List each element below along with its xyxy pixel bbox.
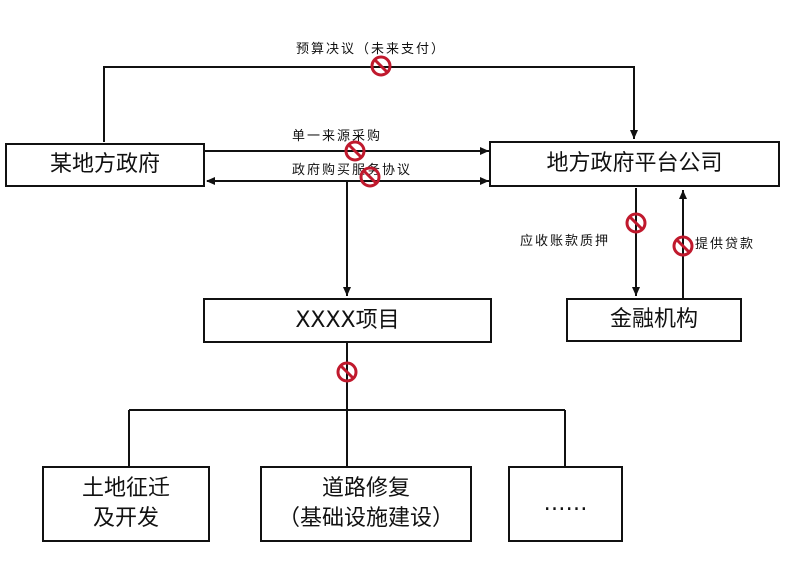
prohibit-icon (672, 235, 694, 257)
prohibit-icon (336, 361, 358, 383)
financial-institution-box: 金融机构 (566, 298, 742, 342)
platform-company-box: 地方政府平台公司 (489, 141, 780, 187)
prohibit-icon (370, 55, 392, 77)
single-source-label: 单一来源采购 (292, 129, 383, 144)
receivable-pledge-label: 应收账款质押 (520, 234, 611, 249)
project-label: XXXX项目 (295, 307, 400, 333)
land-development-box: 土地征迁 及开发 (42, 466, 210, 542)
platform-company-label: 地方政府平台公司 (546, 151, 723, 176)
local-government-label: 某地方政府 (49, 152, 160, 177)
loan-label: 提供贷款 (695, 237, 756, 252)
land-development-line1: 土地征迁 (81, 476, 170, 501)
etc-box: …… (508, 466, 623, 542)
financial-institution-label: 金融机构 (609, 307, 698, 332)
road-repair-line1: 道路修复 (321, 476, 410, 501)
prohibit-icon (359, 166, 381, 188)
budget-resolution-label: 预算决议（未来支付） (296, 42, 447, 57)
prohibit-icon (344, 140, 366, 162)
prohibit-icon (625, 212, 647, 234)
budget-connector (103, 66, 638, 142)
land-development-line2: 及开发 (92, 506, 159, 531)
local-government-box: 某地方政府 (5, 143, 205, 187)
project-box: XXXX项目 (203, 298, 492, 343)
etc-label: …… (543, 491, 588, 516)
road-repair-line2: （基础设施建设） (277, 506, 454, 531)
service-agreement-label: 政府购买服务协议 (292, 163, 413, 178)
road-repair-box: 道路修复 （基础设施建设） (260, 466, 472, 542)
